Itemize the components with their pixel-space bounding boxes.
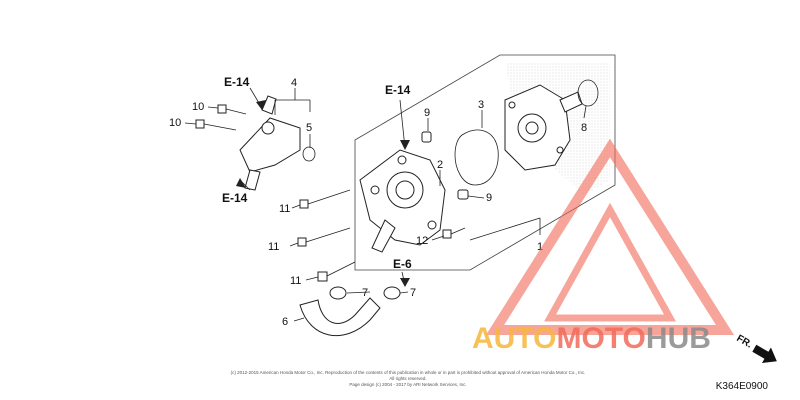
dowel-pin-lower — [457, 189, 469, 200]
water-joint — [239, 95, 301, 191]
callout-11-lower: 11 — [290, 275, 301, 287]
gasket — [454, 129, 499, 186]
ref-arrow-e6 — [400, 271, 410, 287]
water-hose — [299, 297, 381, 336]
callout-1: 1 — [537, 241, 543, 253]
ref-arrow-e14-top-left — [249, 87, 266, 110]
diagram-code: K364E0900 — [715, 381, 768, 392]
bolt-middle — [297, 227, 351, 247]
callout-4: 4 — [291, 77, 297, 89]
bolt-joint-lower — [195, 119, 237, 131]
watermark-hub: HUB — [646, 322, 711, 355]
watermark-moto: MOTO — [556, 322, 645, 355]
ref-e6: E-6 — [393, 257, 412, 271]
dowel-pin-upper — [421, 131, 432, 143]
ref-arrow-e14-bottom-left — [236, 178, 251, 191]
callout-2: 2 — [437, 159, 443, 171]
o-ring-small — [302, 146, 316, 162]
callout-6: 6 — [282, 316, 288, 328]
callout-10-lower: 10 — [169, 117, 181, 129]
hose-clamp-right — [383, 286, 401, 300]
ref-e14-top-left: E-14 — [224, 75, 250, 89]
assembly-outline — [354, 54, 616, 271]
water-pump-housing — [504, 84, 583, 171]
bolt-upper — [299, 189, 351, 209]
watermark-auto: AUTO — [472, 322, 556, 355]
callout-7-right: 7 — [410, 287, 416, 299]
callout-8: 8 — [581, 122, 587, 134]
watermark-text: AUTOMOTOHUB — [472, 322, 711, 355]
copyright-notice: (c) 2012-2015 American Honda Motor Co., … — [228, 370, 588, 388]
ref-arrow-e14-center — [399, 99, 410, 150]
callout-3: 3 — [478, 99, 484, 111]
callout-12: 12 — [416, 235, 428, 247]
front-direction-label: FR. — [735, 333, 755, 351]
callout-9-lower: 9 — [486, 192, 492, 204]
callout-11-upper: 11 — [279, 203, 290, 215]
ref-e14-bottom-left: E-14 — [222, 191, 248, 205]
copyright-line-2: Page design (c) 2004 - 2017 by ARI Netwo… — [349, 382, 467, 387]
copyright-line-1: (c) 2012-2015 American Honda Motor Co., … — [230, 370, 586, 381]
water-pump-cover — [359, 149, 446, 253]
ref-e14-center: E-14 — [385, 83, 411, 97]
callout-9-upper: 9 — [424, 107, 430, 119]
callout-11-middle: 11 — [268, 241, 279, 253]
callout-5: 5 — [306, 122, 312, 134]
bolt-joint-upper — [217, 104, 247, 115]
bolt-small — [442, 227, 466, 239]
bolt-lower — [317, 261, 356, 282]
front-direction-arrow: FR. — [735, 333, 777, 364]
watermark-logo-triangle — [485, 138, 735, 335]
callout-7-left: 7 — [362, 287, 368, 299]
hose-clamp-left — [329, 286, 347, 300]
o-ring-large — [577, 79, 599, 107]
callout-10-upper: 10 — [192, 101, 204, 113]
